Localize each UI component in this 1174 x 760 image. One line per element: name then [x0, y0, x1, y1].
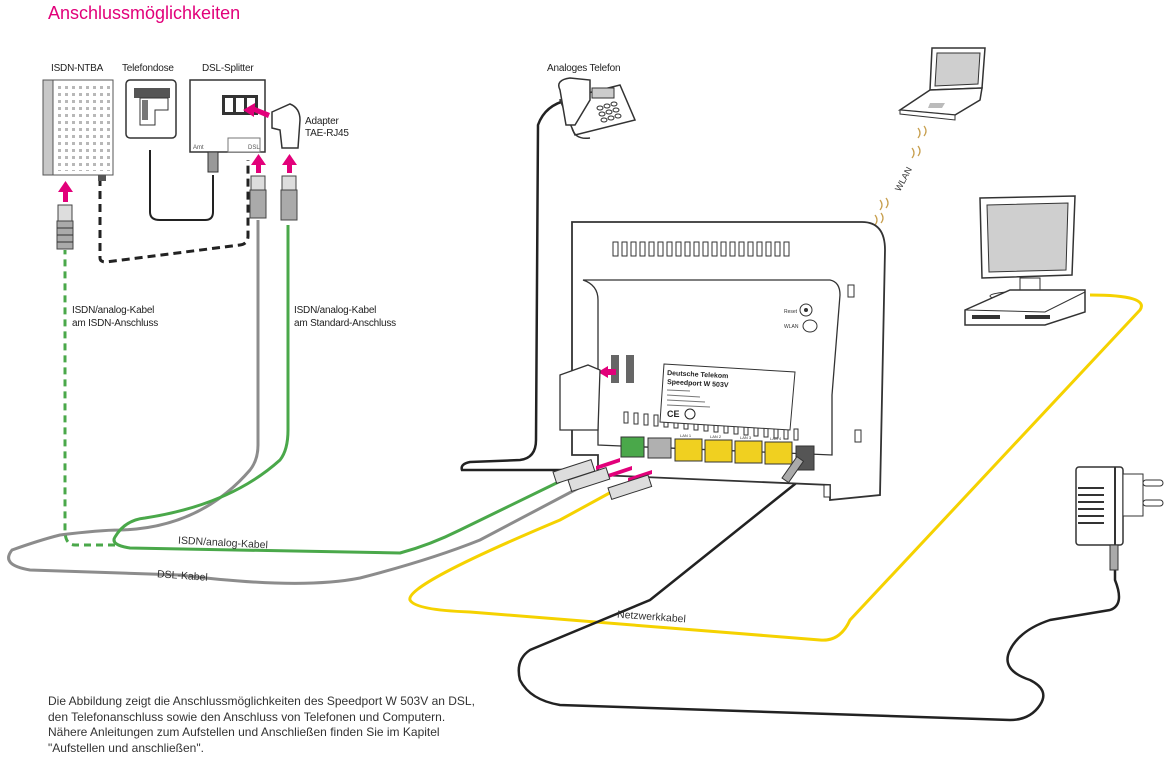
router-wlan-label: WLAN [784, 324, 799, 330]
port-label-lan-3: LAN 3 [740, 435, 752, 440]
caption-line: Die Abbildung zeigt die Anschlussmöglich… [48, 694, 475, 708]
label-analog-phone: Analoges Telefon [547, 63, 621, 74]
port-label-lan-1: LAN 1 [680, 433, 692, 438]
arrow-up-icon [251, 154, 297, 173]
label-adapter-type: TAE-RJ45 [305, 128, 349, 139]
port-lan-1 [674, 438, 703, 462]
ce-mark-icon: CE [667, 409, 680, 419]
label-isdn-cable-std-2: am Standard-Anschluss [294, 318, 396, 329]
router-reset-label: Reset [784, 309, 798, 315]
network-cable [408, 293, 1143, 642]
analog-phone-device [558, 77, 637, 140]
arrow-left-icon [243, 103, 270, 118]
router-model: Speedport W 503V [667, 379, 729, 389]
caption-line: "Aufstellen und anschließen". [48, 740, 204, 755]
port-dsl [647, 437, 672, 459]
label-isdn-ntba: ISDN-NTBA [51, 63, 104, 74]
port-dsl-isdn [620, 436, 645, 458]
label-isdn-cable-isdn-2: am ISDN-Anschluss [72, 318, 159, 329]
wlan-button[interactable] [802, 319, 818, 333]
power-adapter-device [1075, 466, 1164, 571]
wlan-label: WLAN [893, 165, 914, 193]
caption-line: Nähere Anleitungen zum Aufstellen und An… [48, 725, 440, 739]
dsl-cable [7, 220, 591, 585]
port-lan-3 [734, 440, 763, 464]
rj45-plug-ntba [56, 204, 74, 250]
isdn-cable-dashed [63, 250, 115, 547]
rj45-plug-dsl [249, 175, 267, 219]
isdn-ntba-device [42, 79, 114, 181]
port-lan-4 [764, 441, 793, 465]
port-label-lan-2: LAN 2 [710, 434, 722, 439]
isdn-analog-cable [112, 225, 576, 555]
tae-rj45-adapter [271, 103, 301, 149]
power-cable [517, 479, 1121, 722]
laptop-device [897, 47, 986, 121]
label-adapter: Adapter [305, 116, 339, 127]
telefondose-cable [149, 150, 214, 221]
caption-line: den Telefonanschluss sowie den Anschluss… [48, 709, 446, 724]
desktop-pc-device [964, 195, 1086, 326]
caption-text: Die Abbildung zeigt die Anschlussmöglich… [48, 694, 488, 756]
phone-cable [460, 98, 590, 472]
label-telefondose: Telefondose [122, 63, 174, 74]
port-label-lan-4: LAN 4 [770, 436, 782, 441]
dsl-splitter-device: Amt DSL [189, 79, 266, 173]
splitter-amt-cable-dashed [98, 160, 250, 264]
splitter-port-amt-label: Amt [193, 145, 204, 151]
page-title: Anschlussmöglichkeiten [48, 3, 241, 23]
wlan-waves-icon [874, 125, 927, 226]
label-isdn-cable-std-1: ISDN/analog-Kabel [294, 305, 377, 316]
telefondose-device [125, 79, 177, 139]
rj45-plug-isdn [280, 175, 298, 221]
port-lan-2 [704, 439, 733, 463]
router-brand: Deutsche Telekom [667, 370, 729, 380]
arrow-up-icon [58, 181, 73, 202]
label-dsl-splitter: DSL-Splitter [202, 63, 254, 74]
router-device: Deutsche Telekom Speedport W 503V CE Res… [552, 221, 886, 501]
label-isdn-cable-isdn-1: ISDN/analog-Kabel [72, 305, 155, 316]
splitter-port-dsl-label: DSL [248, 145, 260, 151]
